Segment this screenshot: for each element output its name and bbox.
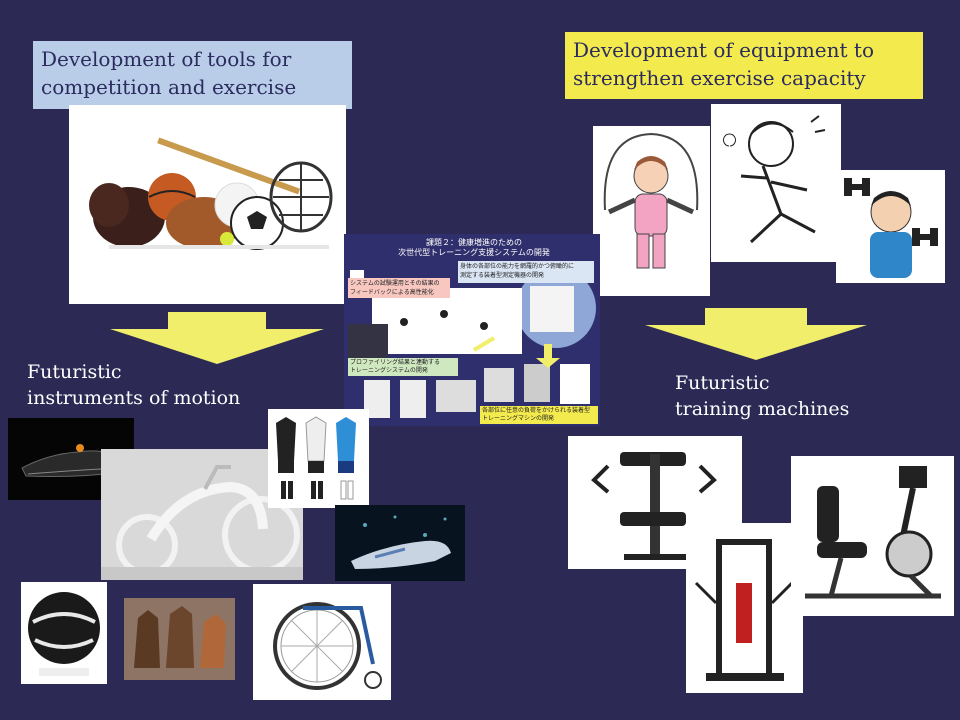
soccer-cleat-photo <box>335 505 465 581</box>
left-caption-line1: Futuristic <box>27 361 122 383</box>
slide-box-training-machine-line2: トレーニングマシンの開発 <box>482 415 555 422</box>
left-title-line1: Development of tools for <box>41 47 292 71</box>
slide-box-measurement-line1: 身体の各部位の能力を網羅的かつ俯瞰的に <box>460 263 575 270</box>
dumbbell-illustration <box>836 170 945 283</box>
slide-box-training-machine-line1: 各部位に任意の負荷をかけられる装着型 <box>482 407 591 414</box>
slide-heading-line1: 課題２：健康増進のための <box>426 238 522 247</box>
running-illustration <box>711 104 841 262</box>
slide-box-training-machine: 各部位に任意の負荷をかけられる装着型 トレーニングマシンの開発 <box>480 406 598 424</box>
slide-box-feedback: システムの試験運用とその結果の フィードバックによる高性能化 <box>348 278 450 298</box>
slide-box-training-system: プロファイリング結果と連動する トレーニングシステムの開発 <box>348 358 458 376</box>
recumbent-bike-photo <box>791 456 954 616</box>
right-title-box: Development of equipment to strengthen e… <box>565 32 923 99</box>
slide-box-training-system-line2: トレーニングシステムの開発 <box>350 367 428 374</box>
left-title-box: Development of tools for competition and… <box>33 41 352 109</box>
jump-rope-illustration <box>593 126 710 296</box>
slide-heading: 課題２：健康増進のための 次世代型トレーニング支援システムの開発 <box>364 238 584 258</box>
research-diagram-slide: 課題２：健康増進のための 次世代型トレーニング支援システムの開発 身体の各部位の… <box>344 234 600 426</box>
smart-ball-photo <box>21 582 107 684</box>
slide-heading-line2: 次世代型トレーニング支援システムの開発 <box>398 248 550 257</box>
left-title-line2: competition and exercise <box>41 75 297 99</box>
right-caption-line1: Futuristic <box>675 372 770 394</box>
right-title-line1: Development of equipment to <box>573 38 874 62</box>
sports-equipment-photo <box>69 105 346 304</box>
sportswear-photo <box>268 409 369 508</box>
home-gym-photo <box>686 523 803 693</box>
baseball-gloves-photo <box>124 598 235 680</box>
right-caption: Futuristic training machines <box>675 370 849 422</box>
down-arrow-icon <box>645 308 867 360</box>
down-arrow-icon <box>110 312 324 364</box>
left-caption-line2: instruments of motion <box>27 387 241 409</box>
wheelchair-photo <box>253 584 391 700</box>
slide-box-measurement-line2: 測定する装着型測定機器の開発 <box>460 272 545 279</box>
left-caption: Futuristic instruments of motion <box>27 359 240 411</box>
slide-box-training-system-line1: プロファイリング結果と連動する <box>350 359 441 366</box>
slide-box-feedback-line2: フィードバックによる高性能化 <box>350 289 434 296</box>
right-title-line2: strengthen exercise capacity <box>573 66 866 90</box>
slide-box-feedback-line1: システムの試験運用とその結果の <box>350 280 440 287</box>
right-caption-line2: training machines <box>675 398 850 420</box>
slide-box-measurement: 身体の各部位の能力を網羅的かつ俯瞰的に 測定する装着型測定機器の開発 <box>458 261 594 283</box>
